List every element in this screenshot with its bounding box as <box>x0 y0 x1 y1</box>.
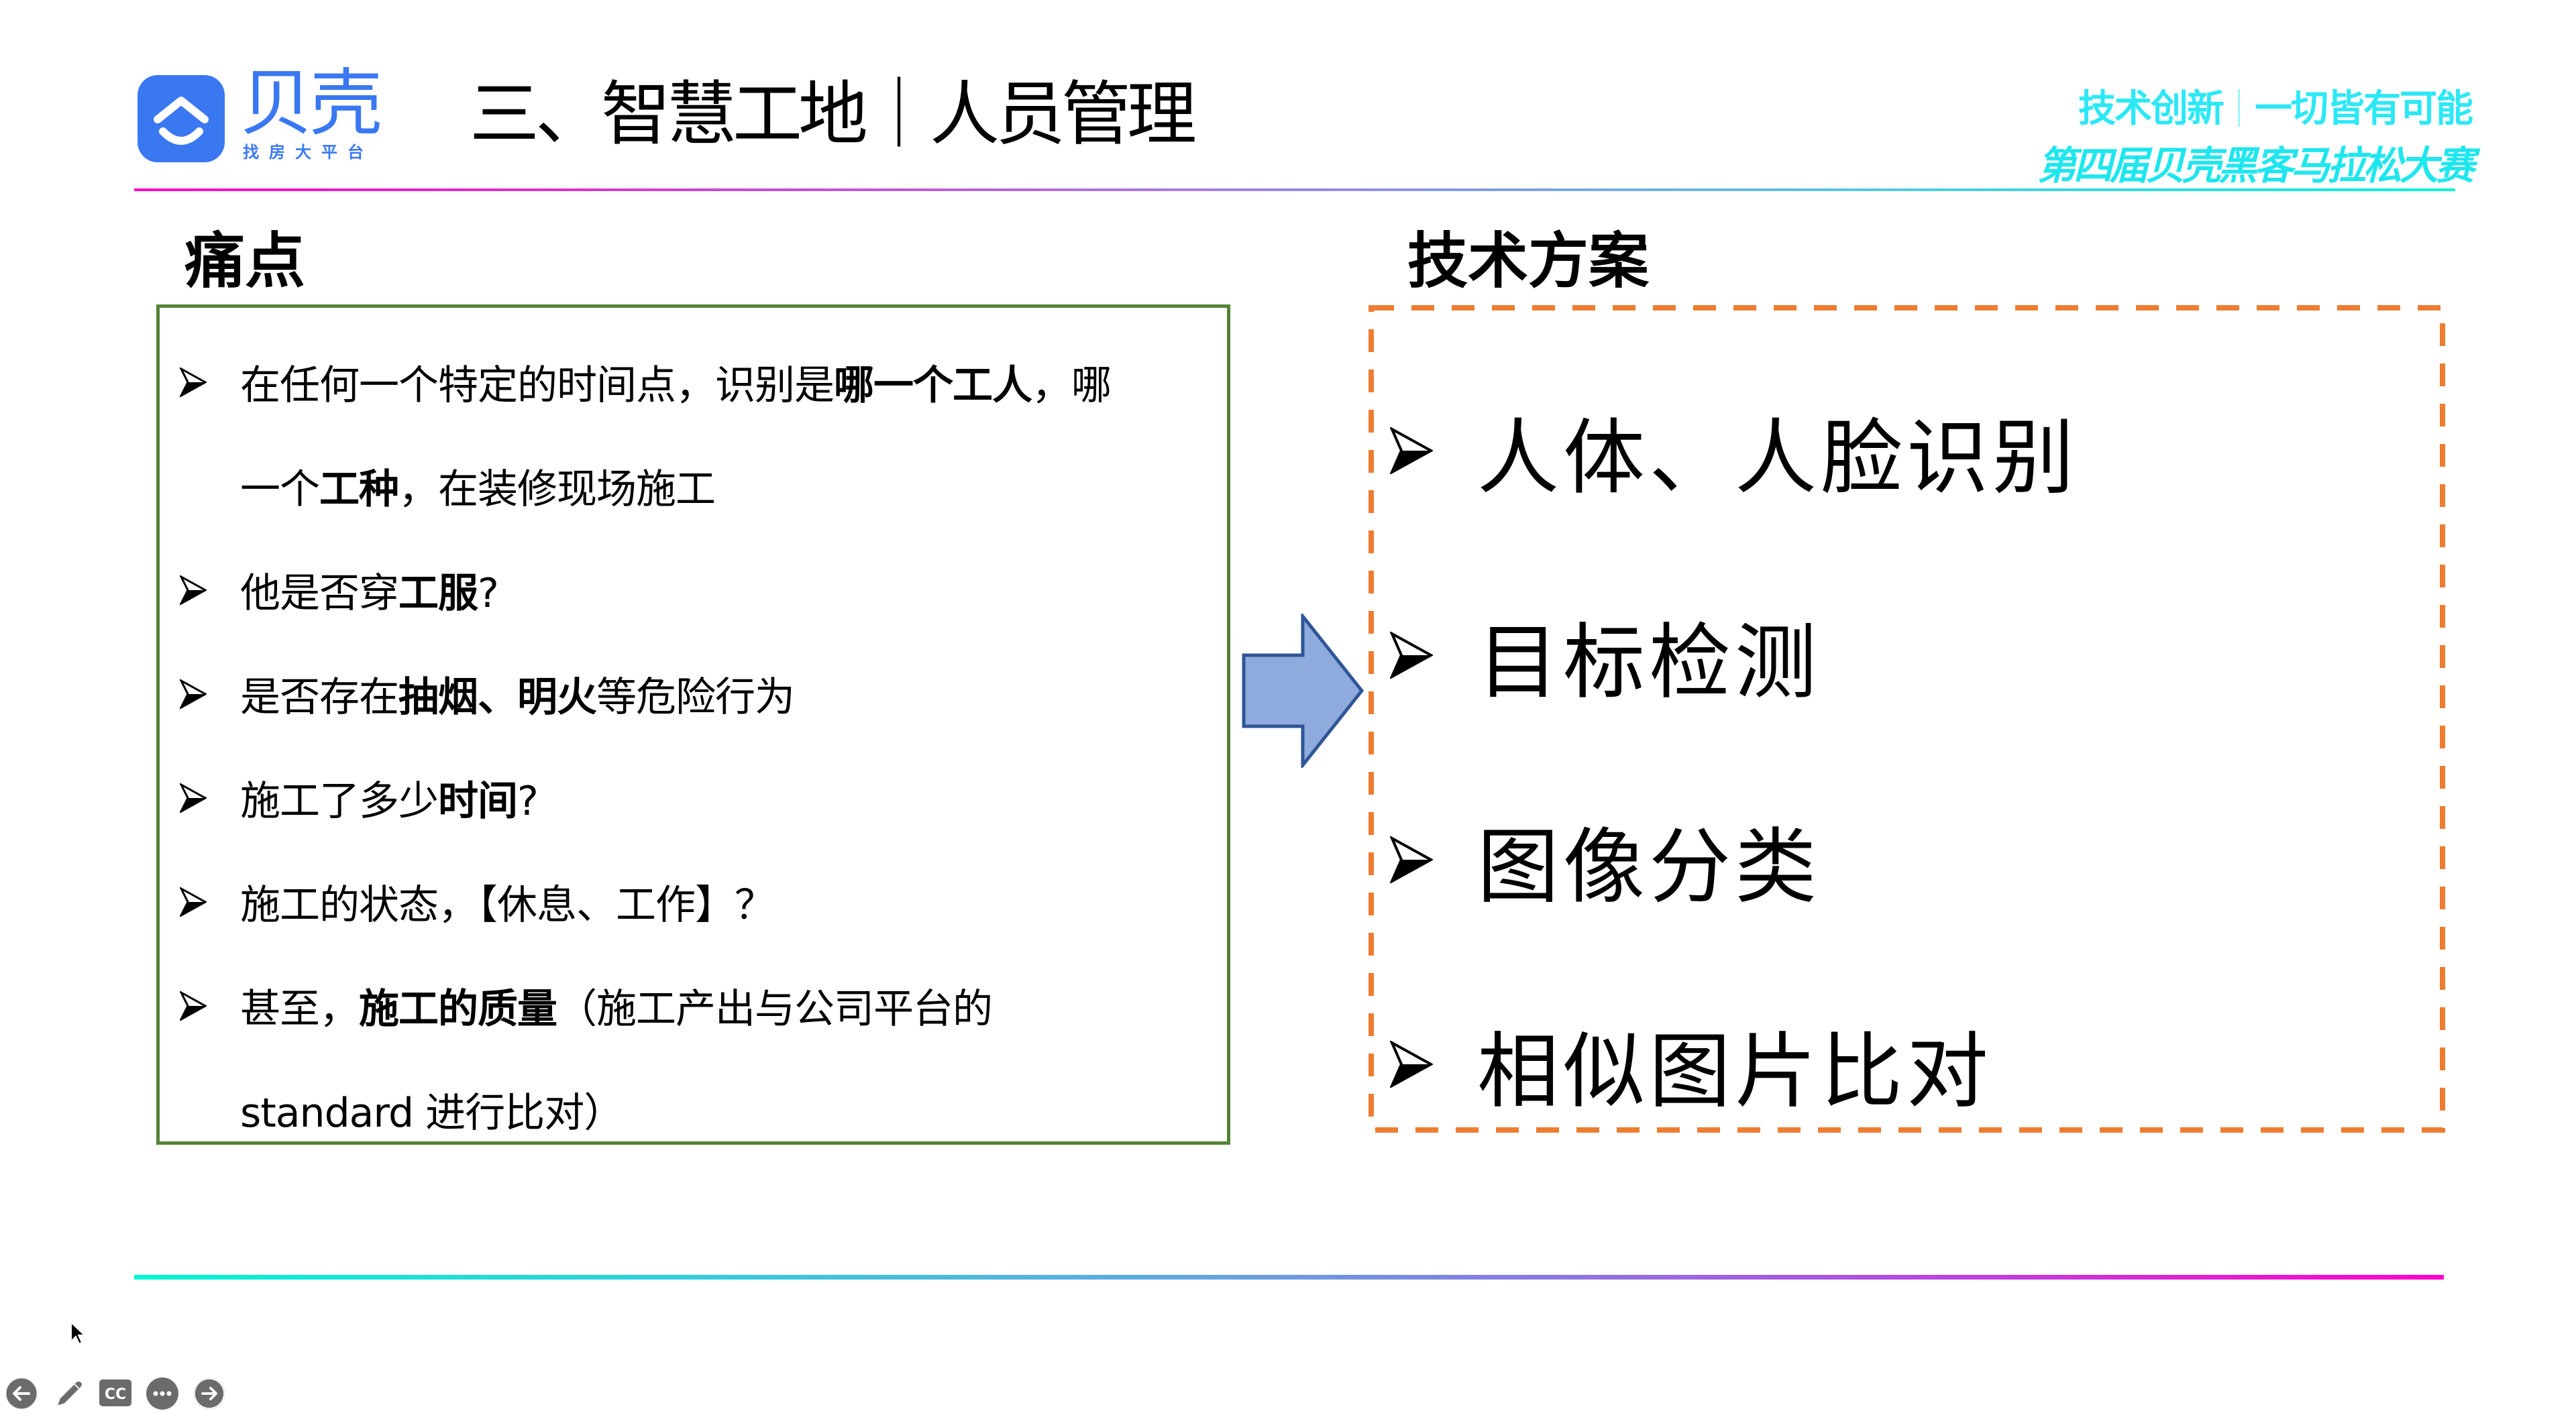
cc-icon: CC <box>99 1379 131 1406</box>
next-slide-button[interactable] <box>193 1377 225 1410</box>
tech-solution-label: 相似图片比对 <box>1477 1023 1992 1119</box>
emphasized-text: 抽烟、明火 <box>398 674 597 721</box>
arrow-right-circle-icon <box>193 1377 225 1410</box>
tech-solution-item: 相似图片比对 <box>1390 1014 1992 1119</box>
slogan-left: 技术创新 <box>2078 87 2224 131</box>
pain-points-box: 在任何一个特定的时间点，识别是哪一个工人，哪一个工种，在装修现场施工他是否穿工服… <box>156 304 1230 1145</box>
previous-slide-button[interactable] <box>5 1377 38 1410</box>
arrowhead-bullet-icon <box>180 679 240 709</box>
slogan-line-1: 技术创新一切皆有可能 <box>2078 86 2473 133</box>
arrowhead-bullet-icon <box>180 783 240 813</box>
pain-point-item-continuation: standard 进行比对） <box>180 1058 1214 1162</box>
emphasized-text: 时间 <box>438 778 518 825</box>
captions-button[interactable]: CC <box>99 1377 131 1410</box>
pain-point-item: 他是否穿工服? <box>180 538 1214 642</box>
pain-point-text: standard 进行比对） <box>240 1080 624 1139</box>
arrowhead-bullet-icon <box>180 367 240 397</box>
arrowhead-bullet-icon <box>180 990 240 1021</box>
tech-solution-label: 图像分类 <box>1477 819 1821 915</box>
tech-solution-item: 图像分类 <box>1390 809 1821 915</box>
emphasized-text: 哪一个工人 <box>834 362 1032 409</box>
svg-text:CC: CC <box>105 1386 126 1403</box>
text-segment: 一个 <box>240 466 320 513</box>
text-segment: 甚至， <box>240 986 360 1033</box>
header-divider <box>134 188 2455 191</box>
tech-solutions-heading: 技术方案 <box>1407 226 1649 296</box>
emphasized-text: 工服 <box>398 570 478 617</box>
brand-tagline: 找房大平台 <box>243 143 374 162</box>
text-segment: 施工的状态，【休息、工作】？ <box>240 882 775 929</box>
tech-solution-item: 人体、人脸识别 <box>1390 400 2078 506</box>
text-segment: ? <box>478 570 499 617</box>
text-segment: 他是否穿 <box>240 570 399 617</box>
arrowhead-bullet-icon <box>1390 632 1477 679</box>
arrowhead-bullet-icon <box>1390 427 1477 474</box>
arrowhead-bullet-icon <box>1390 836 1477 883</box>
page-title: 三、智慧工地｜人员管理 <box>470 73 1197 155</box>
more-options-button[interactable] <box>146 1377 178 1410</box>
slogan-divider <box>2238 89 2240 127</box>
mouse-cursor-icon <box>70 1320 87 1349</box>
pain-points-heading: 痛点 <box>184 226 305 296</box>
slogan-right: 一切皆有可能 <box>2255 87 2473 131</box>
text-segment: standard 进行比对） <box>240 1090 624 1137</box>
text-segment: 在任何一个特定的时间点，识别是 <box>240 362 835 409</box>
pain-point-text: 一个工种，在装修现场施工 <box>240 457 716 515</box>
pain-point-text: 他是否穿工服? <box>240 561 499 619</box>
footer-divider <box>134 1275 2444 1280</box>
tech-solution-label: 目标检测 <box>1477 614 1821 710</box>
pain-point-item: 在任何一个特定的时间点，识别是哪一个工人，哪 <box>180 330 1214 434</box>
text-segment: （施工产出与公司平台的 <box>557 986 993 1033</box>
text-segment: 是否存在 <box>240 674 399 721</box>
pain-point-text: 在任何一个特定的时间点，识别是哪一个工人，哪 <box>240 353 1112 411</box>
pain-point-text: 甚至，施工的质量（施工产出与公司平台的 <box>240 976 993 1035</box>
pain-point-text: 施工了多少时间? <box>240 769 539 827</box>
pain-point-item: 甚至，施工的质量（施工产出与公司平台的 <box>180 954 1214 1058</box>
text-segment: ，哪 <box>1032 362 1112 409</box>
text-segment: 施工了多少 <box>240 778 439 825</box>
brand-name: 贝壳 <box>240 62 382 146</box>
arrowhead-bullet-icon <box>1390 1041 1477 1088</box>
pain-point-item: 是否存在抽烟、明火等危险行为 <box>180 642 1214 746</box>
beike-logo-icon <box>138 75 225 162</box>
pain-point-item-continuation: 一个工种，在装修现场施工 <box>180 434 1214 538</box>
pain-points-list: 在任何一个特定的时间点，识别是哪一个工人，哪一个工种，在装修现场施工他是否穿工服… <box>180 330 1214 1162</box>
pain-point-item: 施工的状态，【休息、工作】？ <box>180 850 1214 954</box>
pen-tool-button[interactable] <box>52 1377 85 1410</box>
text-segment: 等危险行为 <box>596 674 795 721</box>
pain-point-item: 施工了多少时间? <box>180 746 1214 850</box>
tech-solution-item: 目标检测 <box>1390 605 1821 710</box>
right-block-arrow-icon <box>1241 611 1368 771</box>
ellipsis-circle-icon <box>146 1377 178 1410</box>
tech-solutions-box: 人体、人脸识别目标检测图像分类相似图片比对 <box>1368 305 2445 1133</box>
pain-point-text: 施工的状态，【休息、工作】？ <box>240 872 775 931</box>
arrow-left-circle-icon <box>5 1377 38 1410</box>
pencil-icon <box>56 1380 83 1407</box>
pain-point-text: 是否存在抽烟、明火等危险行为 <box>240 665 795 723</box>
tech-solution-label: 人体、人脸识别 <box>1477 410 2078 506</box>
arrowhead-bullet-icon <box>180 575 240 605</box>
dashed-border <box>1368 305 2445 1133</box>
emphasized-text: 施工的质量 <box>359 986 557 1033</box>
presenter-controls: CC <box>5 1377 225 1410</box>
text-segment: ? <box>517 778 539 825</box>
slogan-line-2: 第四届贝壳黑客马拉松大赛 <box>2037 143 2475 188</box>
arrowhead-bullet-icon <box>180 887 240 917</box>
text-segment: ，在装修现场施工 <box>398 466 716 513</box>
emphasized-text: 工种 <box>319 466 399 513</box>
